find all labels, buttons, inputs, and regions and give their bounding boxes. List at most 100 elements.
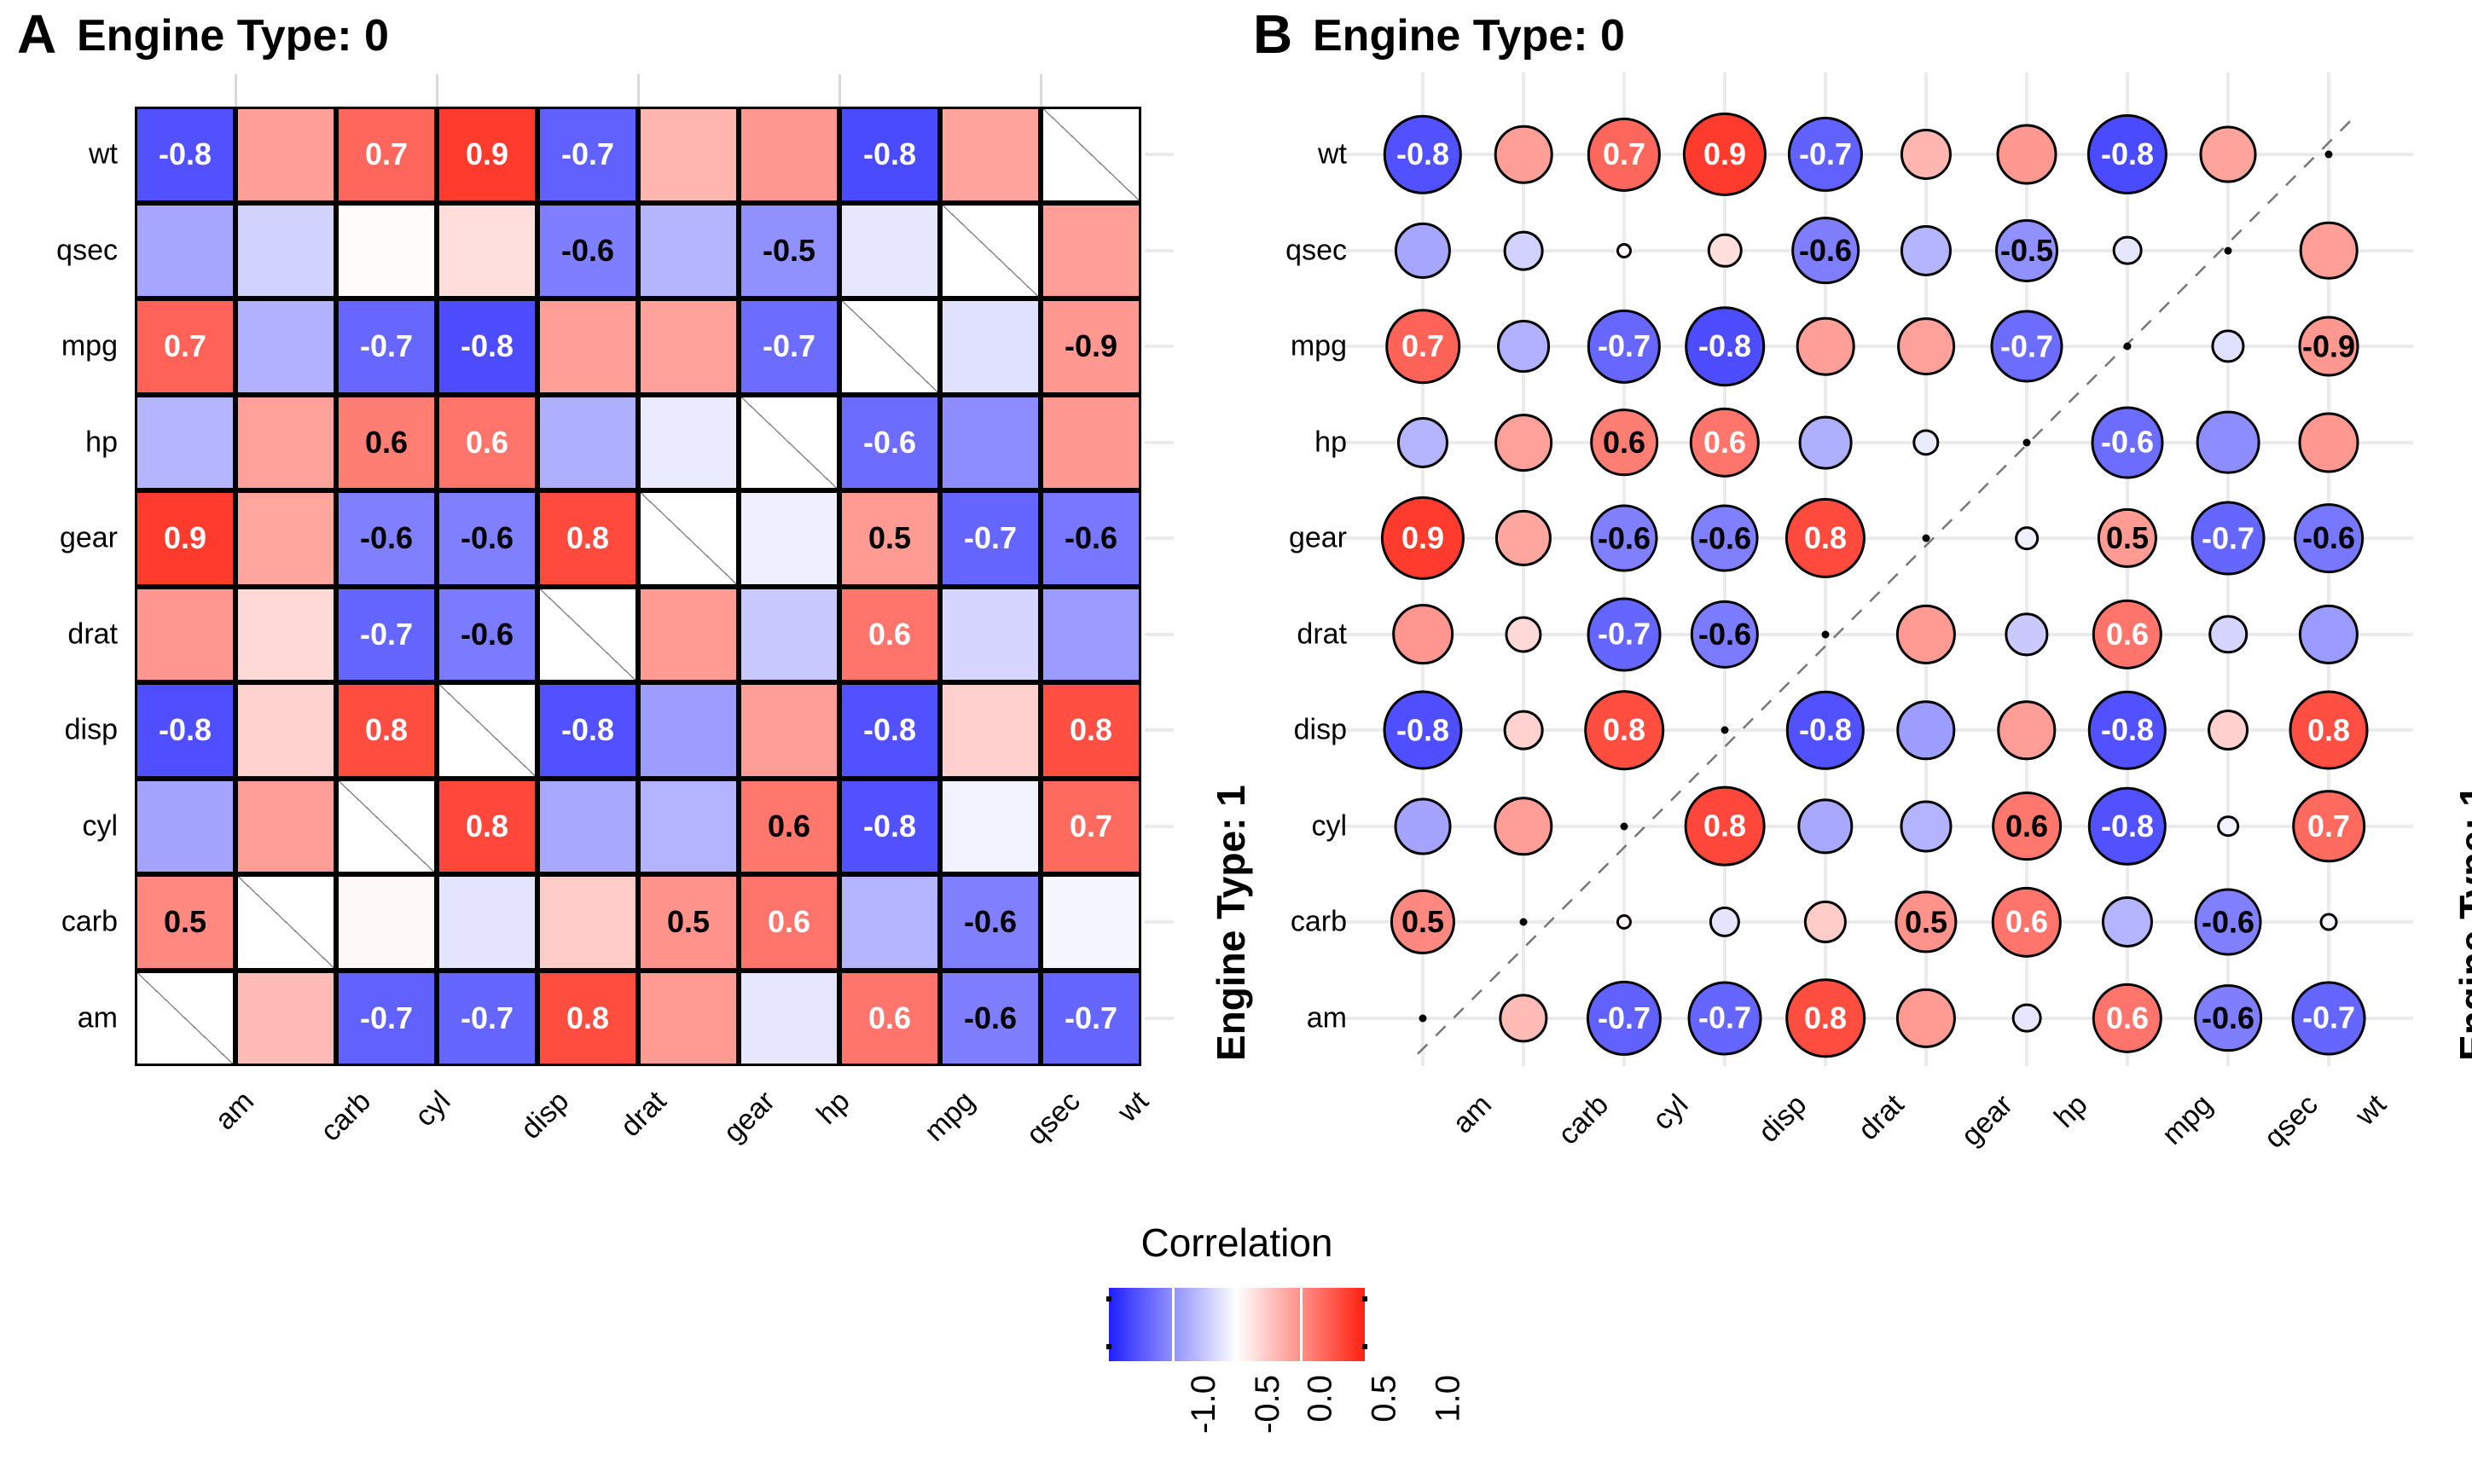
heatmap-cell[interactable]: 0.8 <box>537 490 638 587</box>
heatmap-cell[interactable] <box>135 778 235 874</box>
bubble-marker[interactable] <box>1895 604 1957 664</box>
bubble-marker[interactable] <box>1494 510 1552 567</box>
heatmap-cell[interactable]: -0.7 <box>336 299 437 395</box>
heatmap-cell[interactable]: -0.8 <box>839 778 940 874</box>
bubble-marker[interactable]: 0.5 <box>1895 890 1958 954</box>
bubble-marker[interactable]: -0.7 <box>1990 310 2063 383</box>
bubble-marker[interactable] <box>2208 710 2249 751</box>
bubble-marker[interactable] <box>1803 901 1848 944</box>
heatmap-cell[interactable]: 0.6 <box>739 874 839 971</box>
heatmap-cell[interactable]: 0.5 <box>638 874 739 971</box>
heatmap-cell[interactable] <box>336 874 437 971</box>
bubble-marker[interactable]: 0.6 <box>1590 408 1658 477</box>
bubble-marker[interactable]: -0.6 <box>1690 600 1760 669</box>
heatmap-cell[interactable] <box>235 682 336 779</box>
bubble-marker[interactable]: -0.8 <box>1383 115 1463 194</box>
heatmap-cell[interactable]: -0.6 <box>437 490 537 587</box>
heatmap-cell[interactable] <box>235 202 336 299</box>
bubble-marker[interactable] <box>2298 604 2359 664</box>
heatmap-cell[interactable] <box>739 107 839 203</box>
heatmap-cell[interactable] <box>336 202 437 299</box>
heatmap-cell[interactable] <box>739 490 839 587</box>
heatmap-cell[interactable] <box>537 299 638 395</box>
bubble-marker[interactable] <box>2196 410 2260 475</box>
heatmap-cell[interactable]: -0.7 <box>1041 970 1141 1066</box>
bubble-marker[interactable] <box>1497 320 1550 374</box>
bubble-marker[interactable]: -0.7 <box>2191 501 2266 576</box>
heatmap-cell[interactable] <box>1041 394 1141 490</box>
heatmap-cell[interactable]: -0.8 <box>839 107 940 203</box>
heatmap-cell[interactable]: -0.6 <box>940 970 1041 1066</box>
heatmap-cell[interactable] <box>638 970 739 1066</box>
bubble-marker[interactable]: 0.6 <box>1689 407 1761 478</box>
heatmap-cell[interactable] <box>739 682 839 779</box>
bubble-marker[interactable] <box>2299 221 2359 281</box>
heatmap-cell[interactable] <box>638 107 739 203</box>
bubble-marker[interactable]: -0.8 <box>2087 786 2167 866</box>
heatmap-cell[interactable] <box>537 394 638 490</box>
heatmap-cell[interactable] <box>235 970 336 1066</box>
heatmap-cell[interactable]: -0.6 <box>940 874 1041 971</box>
heatmap-cell[interactable]: 0.7 <box>135 299 235 395</box>
bubble-marker[interactable] <box>1896 700 1956 760</box>
bubble-marker[interactable] <box>1796 316 1855 376</box>
bubble-marker[interactable]: 0.8 <box>1684 785 1766 867</box>
bubble-marker[interactable] <box>2112 235 2143 266</box>
bubble-marker[interactable] <box>1392 603 1454 665</box>
heatmap-cell[interactable] <box>537 874 638 971</box>
bubble-marker[interactable] <box>2319 913 2338 931</box>
heatmap-cell[interactable]: 0.5 <box>135 874 235 971</box>
heatmap-cell[interactable] <box>940 682 1041 779</box>
bubble-marker[interactable] <box>2011 1003 2042 1034</box>
bubble-marker[interactable]: -0.7 <box>1787 117 1864 193</box>
bubble-marker[interactable] <box>1897 317 1955 376</box>
heatmap-cell[interactable] <box>1041 202 1141 299</box>
heatmap-cell[interactable]: -0.7 <box>537 107 638 203</box>
bubble-marker[interactable] <box>1797 798 1854 855</box>
heatmap-cell[interactable] <box>235 107 336 203</box>
bubble-marker[interactable] <box>1494 413 1552 472</box>
bubble-marker[interactable] <box>2298 412 2359 473</box>
bubble-marker[interactable] <box>1394 797 1452 855</box>
bubble-marker[interactable]: 0.7 <box>1385 309 1460 385</box>
bubble-marker[interactable] <box>2101 896 2154 948</box>
heatmap-cell[interactable]: -0.8 <box>135 682 235 779</box>
bubble-marker[interactable]: 0.8 <box>2289 690 2369 770</box>
heatmap-cell[interactable] <box>638 586 739 682</box>
bubble-marker[interactable]: -0.6 <box>2194 983 2262 1052</box>
bubble-marker[interactable] <box>1505 616 1542 653</box>
heatmap-cell[interactable] <box>135 394 235 490</box>
heatmap-cell[interactable] <box>1041 874 1141 971</box>
heatmap-cell[interactable]: 0.8 <box>437 778 537 874</box>
bubble-marker[interactable]: 0.5 <box>1390 890 1456 955</box>
heatmap-cell[interactable]: -0.7 <box>739 299 839 395</box>
heatmap-cell[interactable]: -0.8 <box>537 682 638 779</box>
bubble-marker[interactable] <box>2015 526 2039 551</box>
bubble-marker[interactable]: -0.6 <box>2091 406 2164 479</box>
bubble-marker[interactable]: 0.6 <box>1992 791 2062 861</box>
bubble-marker[interactable]: -0.6 <box>2294 503 2364 574</box>
heatmap-cell[interactable]: 0.8 <box>336 682 437 779</box>
bubble-marker[interactable] <box>1503 230 1544 271</box>
heatmap-cell[interactable]: 0.8 <box>537 970 638 1066</box>
bubble-marker[interactable]: -0.6 <box>1590 504 1658 572</box>
bubble-marker[interactable] <box>1494 797 1553 856</box>
heatmap-cell[interactable]: 0.6 <box>739 778 839 874</box>
bubble-marker[interactable]: 0.6 <box>2092 983 2163 1053</box>
bubble-marker[interactable]: 0.8 <box>1784 498 1866 579</box>
bubble-marker[interactable] <box>1912 429 1940 456</box>
heatmap-cell[interactable]: -0.8 <box>135 107 235 203</box>
heatmap-cell[interactable]: 0.9 <box>437 107 537 203</box>
bubble-marker[interactable] <box>1394 222 1452 279</box>
heatmap-cell[interactable] <box>638 682 739 779</box>
bubble-marker[interactable] <box>1895 988 1957 1048</box>
heatmap-cell[interactable]: -0.5 <box>739 202 839 299</box>
bubble-marker[interactable]: 0.7 <box>1587 118 1662 192</box>
bubble-marker[interactable] <box>1997 700 2057 760</box>
bubble-marker[interactable] <box>2005 612 2049 657</box>
bubble-marker[interactable] <box>1798 415 1853 470</box>
bubble-marker[interactable]: -0.8 <box>1785 691 1866 770</box>
heatmap-cell[interactable]: -0.6 <box>839 394 940 490</box>
bubble-marker[interactable]: 0.6 <box>2092 599 2163 670</box>
bubble-marker[interactable]: 0.8 <box>1584 690 1664 771</box>
